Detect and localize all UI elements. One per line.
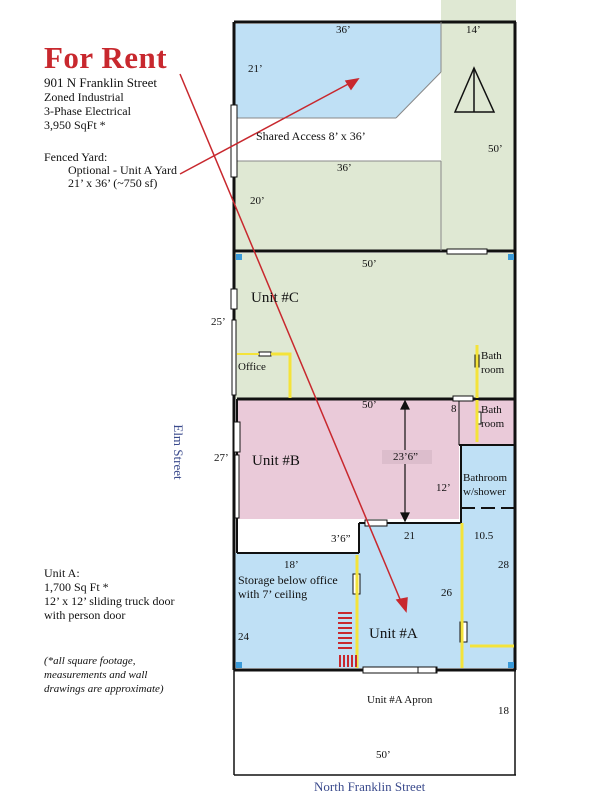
unit-a-info: Unit A: 1,700 Sq Ft * 12’ x 12’ sliding … xyxy=(44,566,175,622)
dim-unit-a-inner: 26 xyxy=(441,587,452,599)
north-franklin-street-label: North Franklin Street xyxy=(314,779,426,794)
window-c-left xyxy=(231,319,237,396)
bathshower-line1: Bathroom xyxy=(463,472,507,484)
unit-a-label: Unit A: xyxy=(44,566,80,580)
dim-unit-c-left: 25’ xyxy=(211,316,226,328)
storage-line2: with 7’ ceiling xyxy=(238,587,308,601)
dim-yard-left: 21’ xyxy=(248,63,263,75)
unit-b-bath-area xyxy=(459,399,514,445)
door-b-bottom xyxy=(364,519,388,527)
bath2-line2: room xyxy=(481,418,505,430)
disclaimer-line3: drawings are approximate) xyxy=(44,683,164,695)
unit-a-door: 12’ x 12’ sliding truck door xyxy=(44,594,175,608)
property-info: 901 N Franklin Street Zoned Industrial 3… xyxy=(44,75,158,133)
door-b-left xyxy=(233,421,241,453)
dim-lower-yard-top: 36’ xyxy=(337,162,352,174)
dim-yard-top: 36’ xyxy=(336,24,351,36)
unit-c-area xyxy=(235,253,514,399)
truck-door xyxy=(362,666,438,674)
dim-unit-b-top: 50’ xyxy=(362,399,377,411)
dim-unit-c-top: 50’ xyxy=(362,258,377,270)
storage-line1: Storage below office xyxy=(238,573,338,587)
dim-unit-b-left: 27’ xyxy=(214,452,229,464)
dim-bath-width: 8 xyxy=(451,403,457,415)
dim-apron-bottom: 50’ xyxy=(376,749,391,761)
office-label: Office xyxy=(238,361,266,373)
lower-yard xyxy=(234,161,441,251)
bath1-line1: Bath xyxy=(481,350,502,362)
fenced-yard-label: Fenced Yard: xyxy=(44,150,108,164)
unit-a-label-plan: Unit #A xyxy=(369,626,418,642)
dim-lower-yard-left: 20’ xyxy=(250,195,265,207)
fenced-yard-info: Fenced Yard: Optional - Unit A Yard 21’ … xyxy=(44,151,177,190)
disclaimer-line1: (*all square footage, xyxy=(44,655,136,667)
zoning: Zoned Industrial xyxy=(44,90,124,104)
dim-strip-side: 50’ xyxy=(488,143,503,155)
window-b-left xyxy=(234,454,240,519)
shared-access-label: Shared Access 8’ x 36’ xyxy=(256,129,366,143)
door-c-left xyxy=(230,288,238,310)
unit-b-label: Unit #B xyxy=(252,453,300,469)
disclaimer: (*all square footage, measurements and w… xyxy=(44,654,164,696)
dim-unit-a-right: 28 xyxy=(498,559,509,571)
unit-a-area: 1,700 Sq Ft * xyxy=(44,580,109,594)
gate-left xyxy=(230,104,238,178)
bathshower-area xyxy=(461,446,514,508)
dim-storage-top: 18’ xyxy=(284,559,299,571)
shared-access-strip xyxy=(234,118,441,161)
address: 901 N Franklin Street xyxy=(44,75,158,90)
for-rent-title: For Rent xyxy=(44,40,168,75)
disclaimer-line2: measurements and wall xyxy=(44,669,148,681)
dim-apron-right: 18 xyxy=(498,705,509,717)
fenced-yard-upper xyxy=(234,24,441,118)
dim-unit-b-step: 3’6” xyxy=(331,533,351,545)
dim-unit-a-top: 21 xyxy=(404,530,415,542)
bath1-line2: room xyxy=(481,364,505,376)
total-area: 3,950 SqFt * xyxy=(44,118,106,132)
door-bath2 xyxy=(452,395,474,402)
apron-area xyxy=(234,671,515,775)
dim-strip-top: 14’ xyxy=(466,24,481,36)
unit-c-label: Unit #C xyxy=(251,290,299,306)
apron-label: Unit #A Apron xyxy=(367,694,433,706)
bathshower-line2: w/shower xyxy=(463,486,506,498)
unit-a-door2: with person door xyxy=(44,608,126,622)
bath2-line1: Bath xyxy=(481,404,502,416)
dim-bathshower-width: 10.5 xyxy=(474,530,494,542)
dim-unit-a-left: 24 xyxy=(238,631,249,643)
dim-unit-b-depth: 23’6” xyxy=(393,451,419,463)
stairs xyxy=(338,612,357,667)
fenced-yard-line2: 21’ x 36’ (~750 sf) xyxy=(68,176,158,190)
door-c-top xyxy=(446,248,488,255)
elm-street-label: Elm Street xyxy=(171,424,186,480)
door-office xyxy=(258,351,272,357)
unit-a-area xyxy=(235,508,514,668)
person-door xyxy=(417,666,437,674)
fenced-yard-line1: Optional - Unit A Yard xyxy=(68,163,178,177)
dim-unit-b-right: 12’ xyxy=(436,482,451,494)
electrical: 3-Phase Electrical xyxy=(44,104,131,118)
right-strip-lower xyxy=(441,24,514,252)
